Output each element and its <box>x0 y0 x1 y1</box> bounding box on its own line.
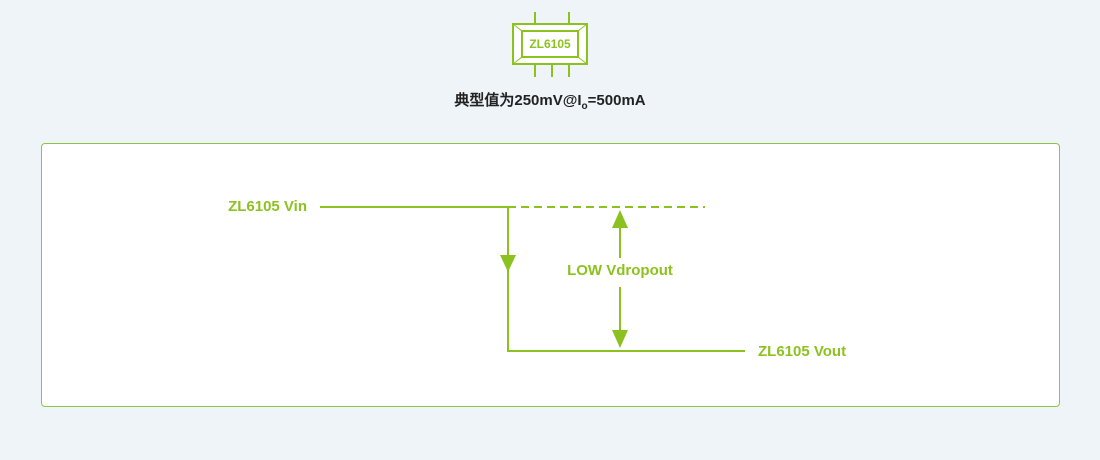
caption-subscript: o <box>581 101 588 112</box>
vout-label: ZL6105 Vout <box>758 343 847 360</box>
arrow-down-icon <box>500 255 516 272</box>
arrow-down-icon <box>612 330 628 348</box>
dropout-label: LOW Vdropout <box>567 262 673 279</box>
vin-label: ZL6105 Vin <box>228 198 307 215</box>
caption-prefix: 典型值为250mV@I <box>454 92 582 109</box>
arrow-up-icon <box>612 210 628 228</box>
caption-suffix: =500mA <box>587 92 646 109</box>
dropout-diagram-panel <box>41 143 1060 407</box>
typical-value-caption: 典型值为250mV@Io=500mA <box>0 89 1100 112</box>
chip-label: ZL6105 <box>529 37 571 51</box>
vout-path <box>507 207 745 352</box>
